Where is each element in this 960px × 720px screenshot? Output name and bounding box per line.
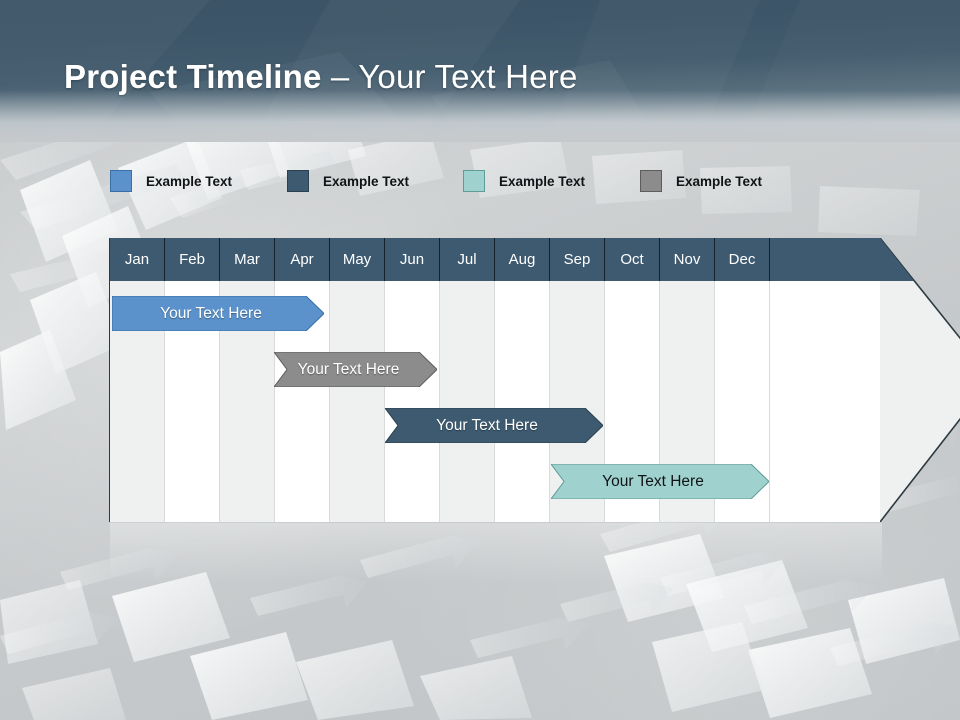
column-divider [219, 281, 220, 522]
legend-swatch-4 [640, 170, 662, 192]
column-divider [274, 281, 275, 522]
legend-label-3: Example Text [499, 173, 586, 189]
body-arrow-tail [770, 281, 880, 522]
page-title-rest: – Your Text Here [321, 58, 578, 95]
legend-label-2: Example Text [323, 173, 410, 189]
task-bar-shape-2 [274, 352, 437, 387]
month-header-oct[interactable]: Oct [605, 238, 660, 281]
task-bar-4[interactable]: Your Text Here [551, 464, 769, 499]
column-divider [714, 281, 715, 522]
legend-label-1: Example Text [146, 173, 233, 189]
column-divider [329, 281, 330, 522]
legend-item-3[interactable]: Example Text [463, 170, 585, 192]
task-bar-shape-1 [112, 296, 324, 331]
month-header-may[interactable]: May [330, 238, 385, 281]
month-header-jan[interactable]: Jan [110, 238, 165, 281]
task-bar-label-2: Your Text Here [297, 360, 400, 378]
page-title-bold: Project Timeline [64, 58, 322, 95]
legend-swatch-1 [110, 170, 132, 192]
month-header-apr[interactable]: Apr [275, 238, 330, 281]
timeline-column-jul: Jul [440, 238, 495, 522]
legend-swatch-3 [463, 170, 485, 192]
timeline-column-aug: Aug [495, 238, 550, 522]
month-header-aug[interactable]: Aug [495, 238, 550, 281]
task-bar-shape-3 [385, 408, 603, 443]
task-bar-label-3: Your Text Here [436, 416, 538, 434]
timeline-arrow-tip [880, 238, 960, 522]
month-header-jul[interactable]: Jul [440, 238, 495, 281]
timeline-column-jan: Jan [110, 238, 165, 522]
timeline-column-mar: Mar [220, 238, 275, 522]
task-bar-1[interactable]: Your Text Here [112, 296, 324, 331]
task-bar-2[interactable]: Your Text Here [274, 352, 437, 387]
legend-swatch-2 [287, 170, 309, 192]
column-divider [439, 281, 440, 522]
month-header-feb[interactable]: Feb [165, 238, 220, 281]
column-divider [769, 281, 770, 522]
column-divider [164, 281, 165, 522]
column-divider [549, 281, 550, 522]
column-divider [494, 281, 495, 522]
month-header-jun[interactable]: Jun [385, 238, 440, 281]
task-bar-shape-4 [551, 464, 769, 499]
task-bar-label-4: Your Text Here [602, 472, 704, 490]
legend-item-4[interactable]: Example Text [640, 170, 762, 192]
title-banner [0, 0, 960, 142]
column-divider [384, 281, 385, 522]
page-title: Project Timeline – Your Text Here [64, 58, 578, 96]
month-header-mar[interactable]: Mar [220, 238, 275, 281]
task-bar-3[interactable]: Your Text Here [385, 408, 603, 443]
column-divider [659, 281, 660, 522]
legend-item-1[interactable]: Example Text [110, 170, 232, 192]
banner-fade [0, 90, 960, 142]
chart-left-border [109, 238, 110, 522]
column-divider [604, 281, 605, 522]
task-bar-label-1: Your Text Here [160, 304, 262, 322]
timeline-column-feb: Feb [165, 238, 220, 522]
month-header-dec[interactable]: Dec [715, 238, 770, 281]
month-header-nov[interactable]: Nov [660, 238, 715, 281]
legend-item-2[interactable]: Example Text [287, 170, 409, 192]
header-arrow-tail [770, 238, 880, 281]
legend-label-4: Example Text [676, 173, 763, 189]
month-header-sep[interactable]: Sep [550, 238, 605, 281]
